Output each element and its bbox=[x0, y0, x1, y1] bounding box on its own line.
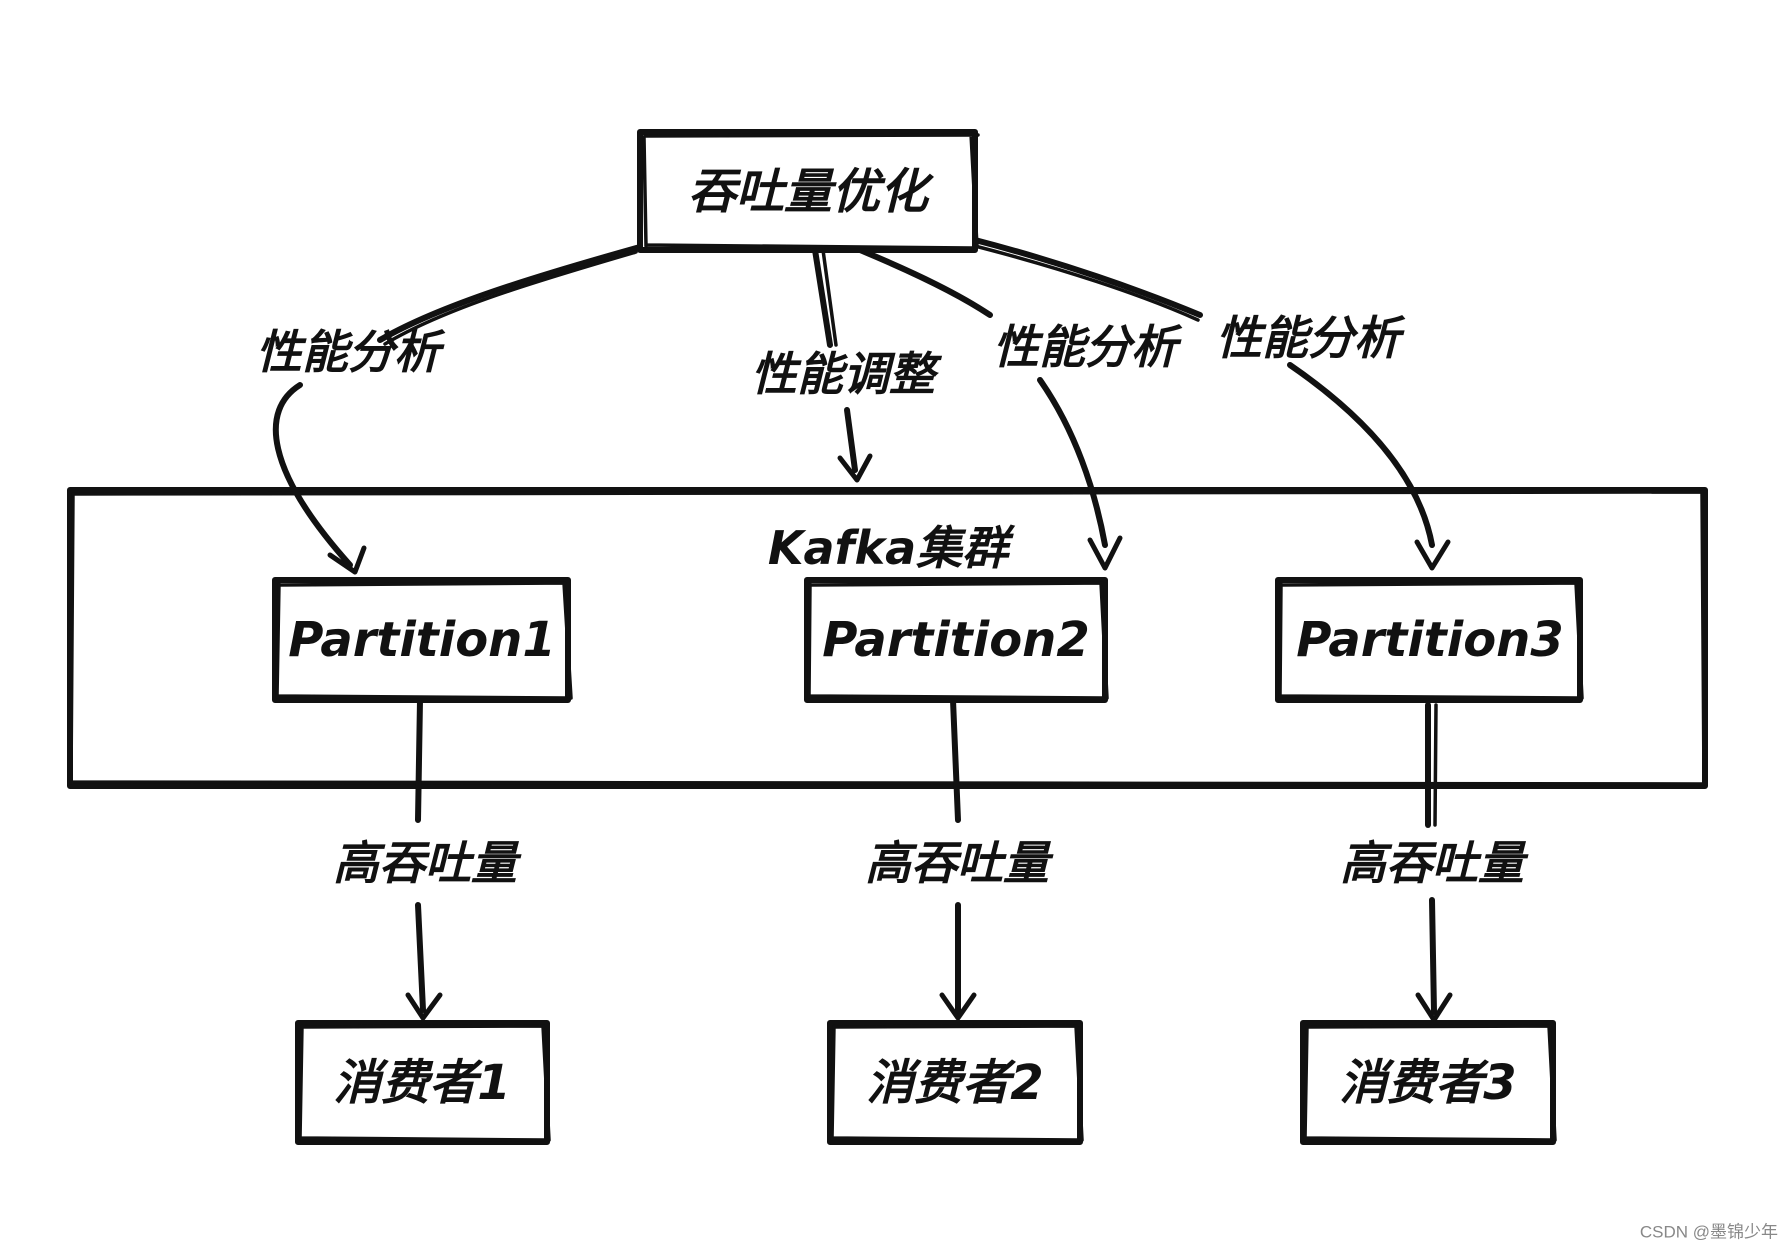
arrowhead-partition3 bbox=[1414, 539, 1451, 571]
arrowhead-cluster bbox=[837, 453, 873, 483]
arrowhead-partition1 bbox=[327, 545, 367, 575]
edge-root-to-cluster bbox=[812, 247, 873, 483]
edge-label-to-cluster: 性能调整 bbox=[751, 347, 943, 401]
edge-label-to-partition3: 性能分析 bbox=[1216, 311, 1406, 365]
partition2-label: Partition2 bbox=[822, 612, 1090, 668]
arrowhead-partition2 bbox=[1087, 535, 1123, 571]
consumer2-label: 消费者2 bbox=[866, 1055, 1043, 1111]
edge-partition3-to-consumer3 bbox=[1415, 702, 1453, 1023]
edge-root-to-partition1 bbox=[272, 244, 643, 575]
arrowhead-consumer1 bbox=[405, 992, 443, 1021]
kafka-cluster-container bbox=[67, 487, 1708, 789]
node-partition2: Partition2 bbox=[804, 577, 1109, 703]
consumer1-label: 消费者1 bbox=[333, 1055, 510, 1111]
edge-partition1-to-consumer1 bbox=[405, 697, 443, 1021]
node-partition1: Partition1 bbox=[272, 577, 573, 703]
partition3-label: Partition3 bbox=[1296, 612, 1564, 668]
partition1-label: Partition1 bbox=[288, 612, 556, 668]
root-label: 吞吐量优化 bbox=[688, 164, 934, 220]
node-consumer3: 消费者3 bbox=[1300, 1020, 1557, 1145]
edge-label-p3-to-c3: 高吞吐量 bbox=[1340, 836, 1529, 890]
edge-label-to-partition2: 性能分析 bbox=[993, 320, 1183, 374]
edge-root-to-partition3 bbox=[972, 237, 1451, 571]
edge-root-to-partition2 bbox=[857, 247, 1123, 571]
node-partition3: Partition3 bbox=[1275, 577, 1584, 703]
arrowhead-consumer2 bbox=[939, 992, 977, 1021]
node-root: 吞吐量优化 bbox=[637, 129, 980, 253]
edge-label-to-partition1: 性能分析 bbox=[256, 325, 446, 379]
consumer3-label: 消费者3 bbox=[1339, 1055, 1516, 1111]
edge-partition2-to-consumer2 bbox=[939, 697, 977, 1021]
cluster-label: Kafka集群 bbox=[768, 521, 1016, 575]
edge-label-p1-to-c1: 高吞吐量 bbox=[333, 836, 522, 890]
node-consumer1: 消费者1 bbox=[295, 1020, 551, 1145]
watermark-text: CSDN @墨锦少年 bbox=[1640, 1223, 1778, 1242]
node-consumer2: 消费者2 bbox=[827, 1020, 1084, 1145]
edge-label-p2-to-c2: 高吞吐量 bbox=[865, 836, 1054, 890]
